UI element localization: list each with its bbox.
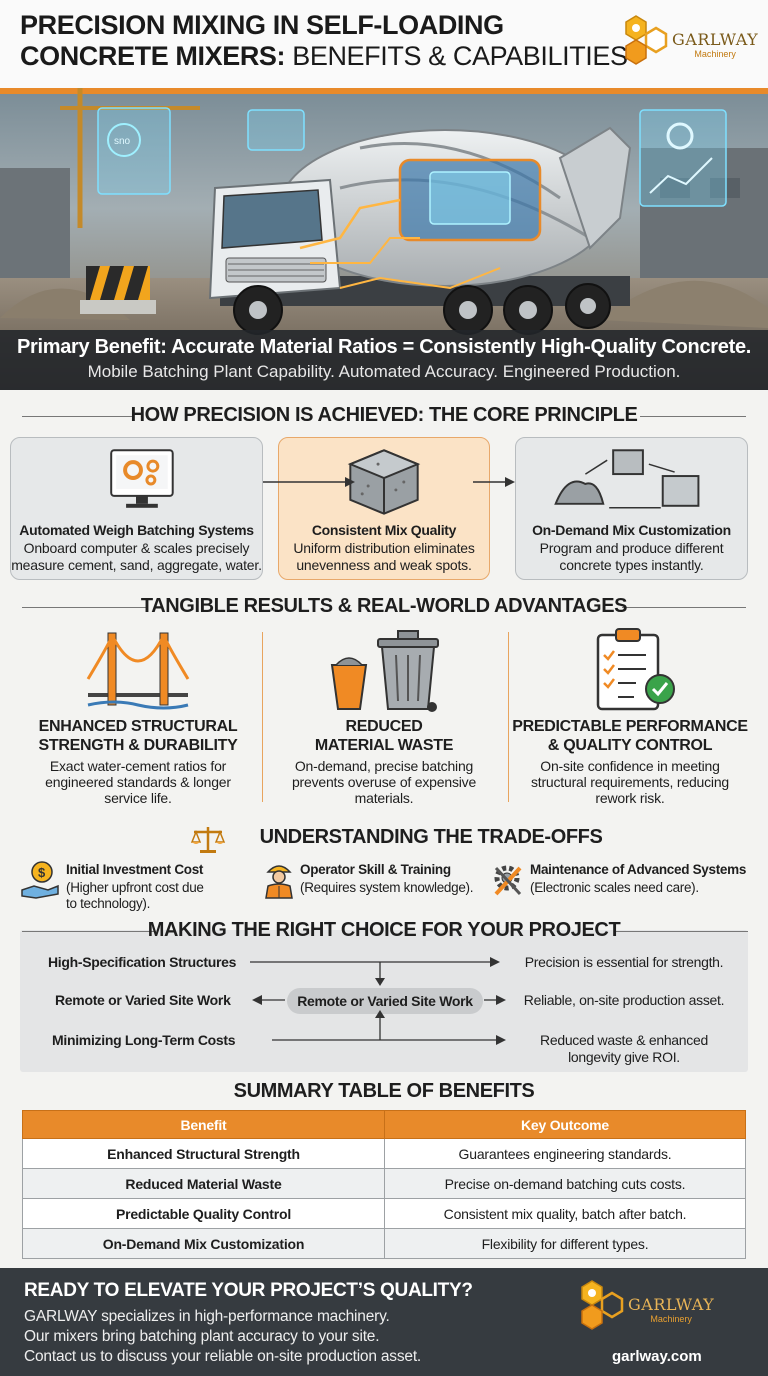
- website-link[interactable]: garlway.com: [612, 1348, 702, 1365]
- trash-bin-icon: [330, 630, 439, 712]
- column-header-benefit: Benefit: [22, 1110, 385, 1139]
- garlway-logo[interactable]: GARLWAY Machinery: [622, 14, 758, 74]
- results-section-title: TANGIBLE RESULTS & REAL-WORLD ADVANTAGES: [140, 595, 628, 617]
- checklist-icon: [596, 628, 675, 711]
- footer-cta: READY TO ELEVATE YOUR PROJECT’S QUALITY?…: [0, 1268, 768, 1376]
- footer-garlway-logo[interactable]: GARLWAY Machinery: [578, 1278, 714, 1340]
- divider: [640, 416, 746, 417]
- precision-section-title: HOW PRECISION IS ACHIEVED: THE CORE PRIN…: [130, 404, 638, 426]
- divider: [262, 632, 263, 802]
- hexagon-logo-icon: [581, 1280, 624, 1330]
- flow-arrows: [263, 477, 515, 487]
- divider: [508, 632, 509, 802]
- bridge-icon: [86, 632, 190, 710]
- choice-left-3: Minimizing Long-Term Costs: [52, 1032, 236, 1048]
- table-header-row: Benefit Key Outcome: [22, 1110, 746, 1139]
- choice-right-1: Precision is essential for strength.: [524, 954, 724, 970]
- svg-text:sno: sno: [114, 136, 131, 147]
- result-quality-control: PREDICTABLE PERFORMANCE& QUALITY CONTROL…: [506, 625, 754, 806]
- primary-benefit: Primary Benefit: Accurate Material Ratio…: [16, 336, 752, 358]
- choice-right-2: Reliable, on-site production asset.: [523, 992, 725, 1008]
- header: PRECISION MIXING IN SELF-LOADING CONCRET…: [0, 0, 768, 88]
- capabilities-tagline: Mobile Batching Plant Capability. Automa…: [87, 362, 681, 381]
- divider: [614, 931, 748, 932]
- card-on-demand-mix-customization: On-Demand Mix Customization Program and …: [515, 437, 748, 580]
- page-title: PRECISION MIXING IN SELF-LOADING CONCRET…: [20, 10, 628, 71]
- svg-text:$: $: [38, 865, 46, 880]
- money-hand-icon: $: [21, 861, 59, 899]
- scale-balance-icon: [190, 827, 226, 853]
- divider: [22, 416, 134, 417]
- monitor-gears-icon: [110, 449, 174, 508]
- table-row: On-Demand Mix Customization Flexibility …: [22, 1228, 746, 1259]
- summary-table: Benefit Key Outcome Enhanced Structural …: [22, 1110, 746, 1259]
- mix-cycle-icon: [554, 449, 700, 509]
- card-consistent-mix-quality: Consistent Mix Quality Uniform distribut…: [278, 437, 490, 580]
- footer-line-3: Contact us to discuss your reliable on-s…: [24, 1348, 422, 1365]
- hero-banner: sno Primary Benefit: Accurate M: [0, 88, 768, 390]
- divider: [622, 607, 746, 608]
- footer-line-1: GARLWAY specializes in high-performance …: [24, 1308, 390, 1325]
- table-row: Reduced Material Waste Precise on-demand…: [22, 1168, 746, 1199]
- tradeoff-maintenance: Maintenance of Advanced Systems (Electro…: [490, 858, 752, 913]
- tradeoff-initial-investment: $ Initial Investment Cost (Higher upfron…: [20, 858, 260, 913]
- tradeoffs-section-title: UNDERSTANDING THE TRADE-OFFS: [259, 826, 603, 848]
- tradeoff-operator-skill: Operator Skill & Training (Requires syst…: [260, 858, 490, 913]
- table-row: Predictable Quality Control Consistent m…: [22, 1198, 746, 1229]
- divider: [22, 931, 156, 932]
- choice-connector-arrows: [250, 957, 506, 1045]
- divider: [22, 607, 148, 608]
- concrete-block-icon: [347, 449, 421, 515]
- table-row: Enhanced Structural Strength Guarantees …: [22, 1138, 746, 1169]
- footer-title: READY TO ELEVATE YOUR PROJECT’S QUALITY?: [24, 1280, 473, 1301]
- operator-icon: [265, 865, 293, 899]
- choice-left-1: High-Specification Structures: [48, 954, 237, 970]
- choice-left-2: Remote or Varied Site Work: [55, 992, 231, 1008]
- wrench-gear-icon: [494, 865, 522, 896]
- summary-section-title: SUMMARY TABLE OF BENEFITS: [233, 1080, 535, 1102]
- choice-section-title: MAKING THE RIGHT CHOICE FOR YOUR PROJECT: [147, 919, 621, 941]
- choice-center-pill: Remote or Varied Site Work: [287, 988, 483, 1014]
- footer-line-2: Our mixers bring batching plant accuracy…: [24, 1328, 380, 1345]
- card-automated-weigh-batching: Automated Weigh Batching Systems Onboard…: [10, 437, 263, 580]
- column-header-key-outcome: Key Outcome: [384, 1110, 746, 1139]
- hero-caption: Primary Benefit: Accurate Material Ratio…: [0, 330, 768, 390]
- hexagon-logo-icon: [625, 15, 668, 65]
